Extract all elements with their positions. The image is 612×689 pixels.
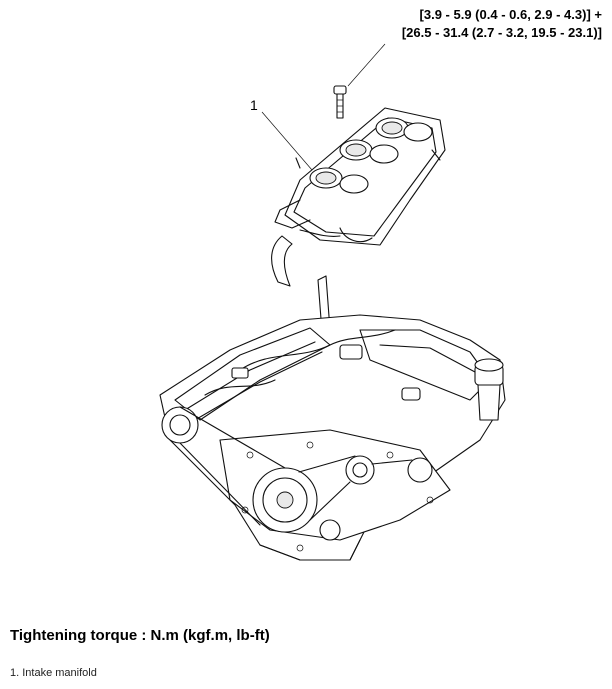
bolt [333, 85, 347, 119]
part-leader-line [261, 111, 313, 171]
torque-line-1: [3.9 - 5.9 (0.4 - 0.6, 2.9 - 4.3)] + [419, 7, 602, 22]
torque-callout: [3.9 - 5.9 (0.4 - 0.6, 2.9 - 4.3)] + [26… [402, 6, 602, 42]
engine-block [159, 275, 506, 561]
intake-manifold [271, 107, 446, 287]
legend-item: 1. Intake manifold [10, 667, 97, 679]
torque-leader-line [347, 43, 386, 87]
part-number-label: 1 [250, 97, 258, 113]
torque-line-2: [26.5 - 31.4 (2.7 - 3.2, 19.5 - 23.1)] [401, 25, 602, 40]
parts-legend: 1. Intake manifold [10, 667, 97, 679]
engine-illustration [159, 43, 506, 561]
torque-heading: Tightening torque : N.m (kgf.m, lb-ft) [10, 627, 270, 644]
engine-diagram: [3.9 - 5.9 (0.4 - 0.6, 2.9 - 4.3)] + [26… [159, 6, 602, 561]
